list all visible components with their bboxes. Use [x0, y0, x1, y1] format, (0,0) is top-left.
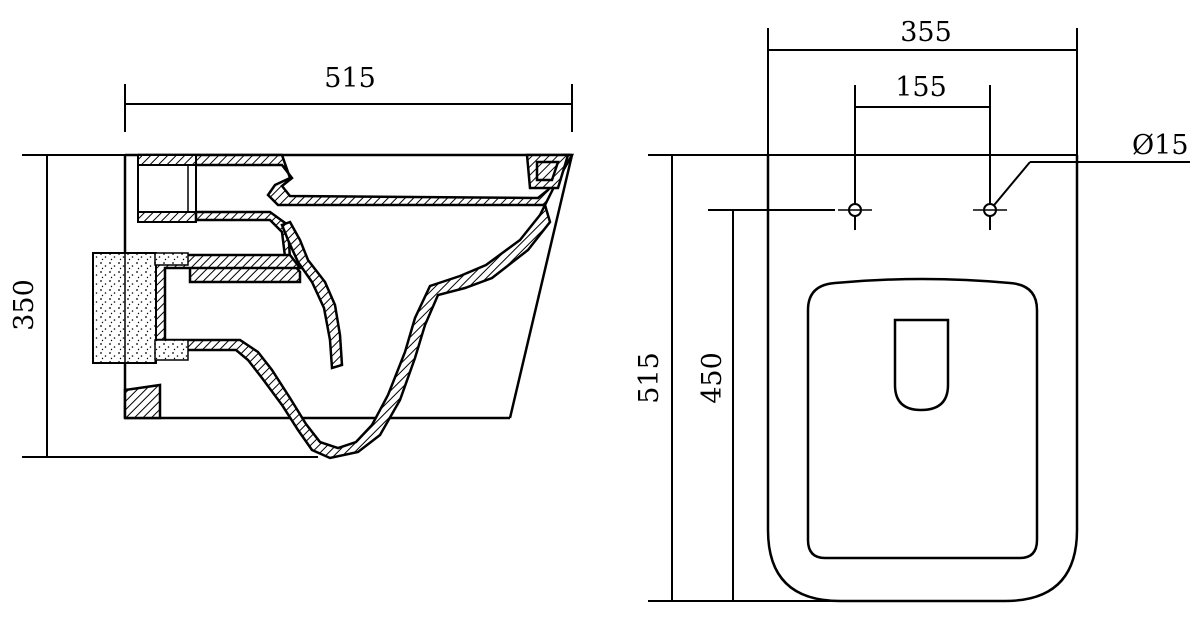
- hole-spacing-label: 155: [895, 72, 947, 103]
- side-width-label: 515: [324, 63, 376, 94]
- top-view: 355 155 Ø15 515 450: [634, 17, 1190, 603]
- side-width-dimension: 515: [124, 63, 573, 132]
- hole-to-front-label: 450: [697, 352, 728, 404]
- side-height-label: 350: [9, 279, 40, 331]
- top-length-dimension: 515: [634, 154, 1077, 602]
- rim-channel: [525, 153, 570, 190]
- hole-diameter-callout: Ø15: [989, 130, 1190, 211]
- mounting-hole-left: [838, 203, 872, 217]
- side-height-dimension: 350: [9, 154, 318, 458]
- hole-to-front-dimension: 450: [697, 209, 835, 601]
- top-width-dimension: 355: [767, 17, 1078, 155]
- bowl-opening: [806, 277, 1039, 560]
- hole-spacing-dimension: 155: [854, 72, 991, 230]
- trap-wall: [280, 220, 344, 370]
- mounting-hole-right: [973, 203, 1007, 217]
- side-view: 515 350: [9, 63, 575, 460]
- fixing-block: [123, 383, 162, 420]
- drain-opening: [893, 318, 950, 412]
- hole-diameter-label: Ø15: [1132, 130, 1189, 161]
- top-length-label: 515: [634, 352, 665, 404]
- rim-wall: [138, 153, 575, 207]
- outlet-pipe: [153, 253, 303, 342]
- bowl-wall: [163, 201, 552, 460]
- top-bowl-outline: [766, 155, 1079, 603]
- top-width-label: 355: [900, 17, 952, 48]
